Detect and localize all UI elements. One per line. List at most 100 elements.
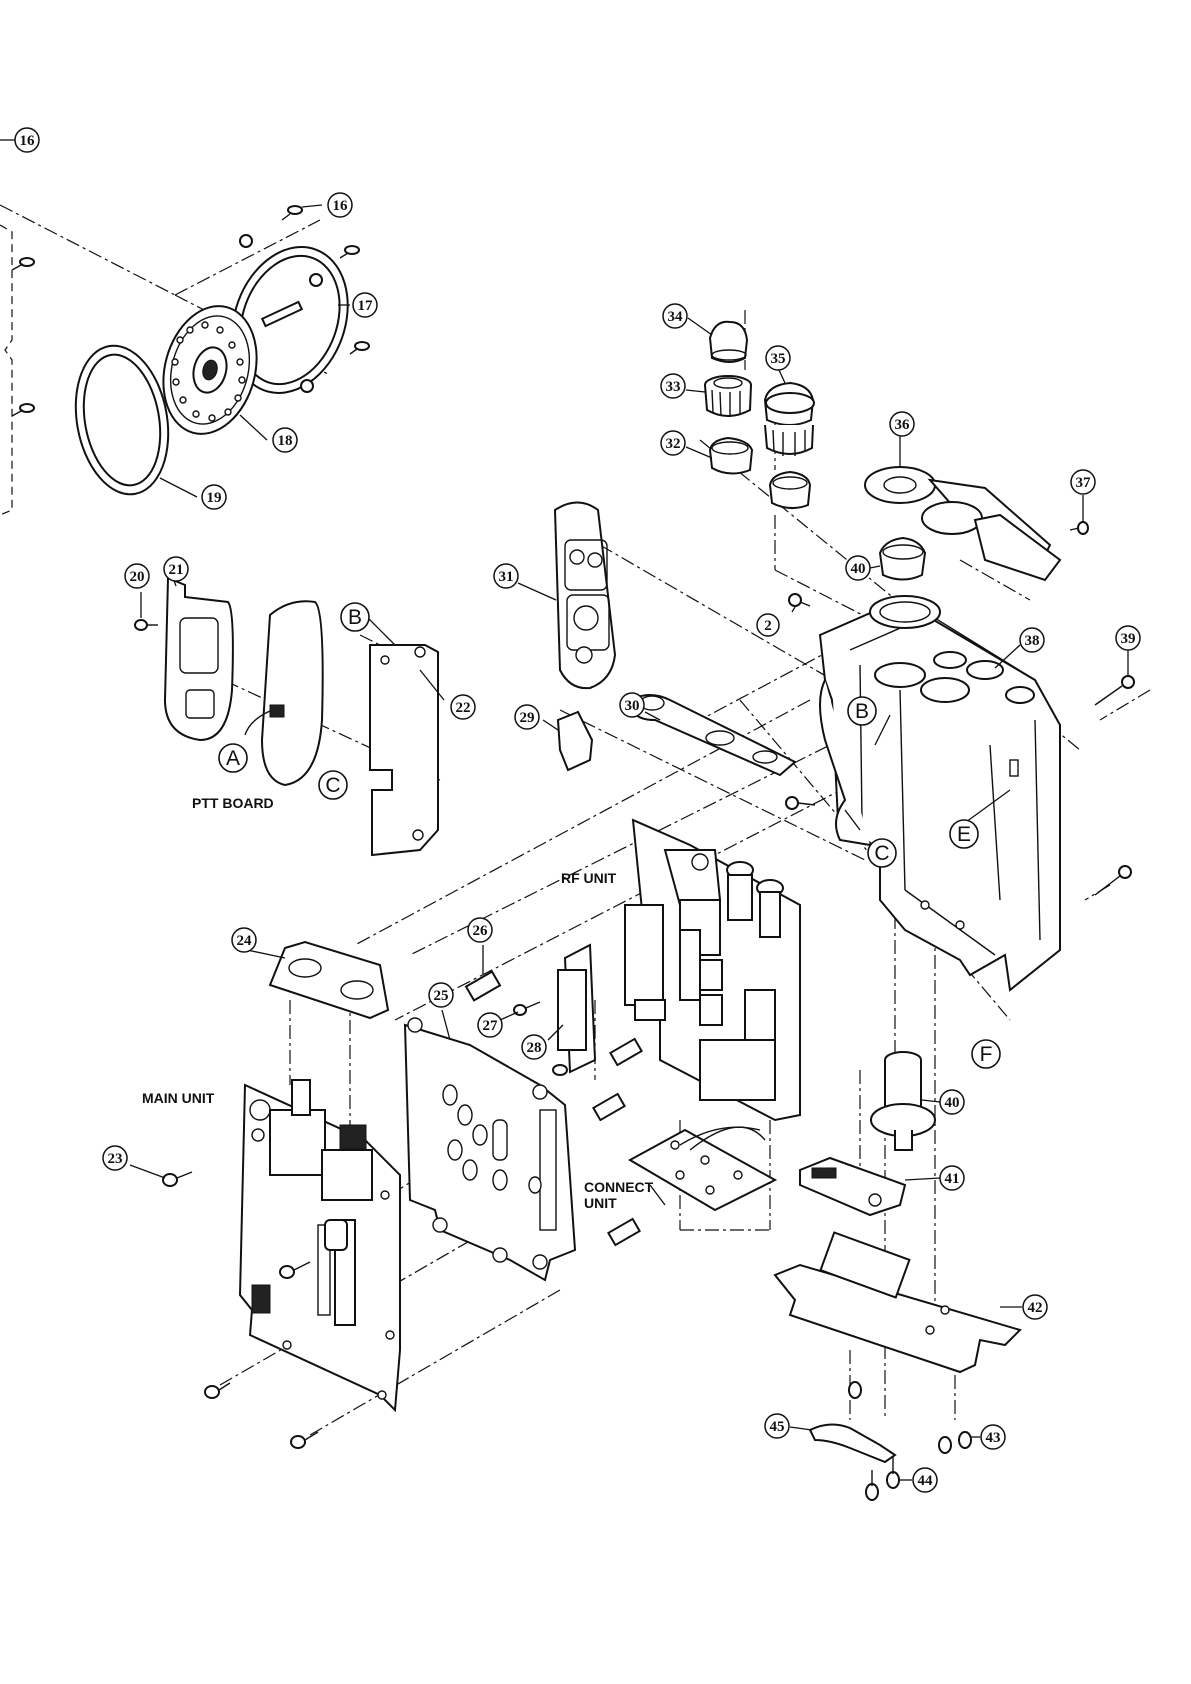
callout-18: 18 <box>273 428 297 452</box>
label-connect-unit-1: CONNECT <box>584 1179 654 1195</box>
callout-19: 19 <box>202 485 226 509</box>
callout-2: 2 <box>757 614 779 636</box>
callout-41: 41 <box>940 1166 964 1190</box>
svg-text:40: 40 <box>945 1095 960 1111</box>
svg-text:2: 2 <box>764 618 772 634</box>
svg-text:20: 20 <box>130 569 145 585</box>
knob-seal-29-30 <box>558 695 795 775</box>
side-screw-left-of-case <box>786 797 815 809</box>
svg-text:A: A <box>226 747 240 770</box>
callout-34: 34 <box>663 304 687 328</box>
callout-30: 30 <box>620 693 644 717</box>
svg-text:30: 30 <box>625 698 640 714</box>
knob-ring-32 <box>710 438 752 474</box>
bottom-plate-42 <box>775 1233 1020 1372</box>
knob-ring-35-bottom <box>770 472 810 508</box>
svg-text:28: 28 <box>527 1040 542 1056</box>
svg-text:E: E <box>957 823 971 846</box>
svg-text:43: 43 <box>986 1430 1001 1446</box>
ptt-shield-plate-22 <box>370 645 438 855</box>
knob-33 <box>705 376 751 417</box>
svg-text:B: B <box>348 606 362 629</box>
svg-text:31: 31 <box>499 569 514 585</box>
callout-22: 22 <box>451 695 475 719</box>
callout-25: 25 <box>429 983 453 1007</box>
screw-20 <box>135 620 158 630</box>
callout-43: 43 <box>981 1425 1005 1449</box>
svg-text:C: C <box>874 842 889 865</box>
callout-32: 32 <box>661 431 685 455</box>
callout-26: 26 <box>468 918 492 942</box>
screw-23 <box>163 1172 192 1186</box>
svg-text:45: 45 <box>770 1419 785 1435</box>
callout-35: 35 <box>766 346 790 370</box>
svg-text:39: 39 <box>1121 631 1136 647</box>
callout-29: 29 <box>515 705 539 729</box>
svg-text:B: B <box>855 700 869 723</box>
label-connect-unit-2: UNIT <box>584 1195 617 1211</box>
knob-cap-34 <box>710 322 747 362</box>
svg-text:27: 27 <box>483 1018 499 1034</box>
svg-text:22: 22 <box>456 700 471 716</box>
ref-letter-e: E <box>950 820 978 848</box>
svg-text:21: 21 <box>169 562 184 578</box>
main-case-38 <box>820 596 1060 990</box>
callout-42: 42 <box>1023 1295 1047 1319</box>
ref-letter-b-ptt: B <box>341 603 369 631</box>
callout-38: 38 <box>1020 628 1044 652</box>
svg-text:34: 34 <box>668 309 684 325</box>
bracket-41 <box>800 1158 905 1215</box>
ref-letter-c-ptt: C <box>319 771 347 799</box>
callout-40-top: 40 <box>846 556 870 580</box>
ptt-cable-dashed-outline <box>0 225 12 515</box>
svg-text:C: C <box>325 774 340 797</box>
callout-21: 21 <box>164 557 188 581</box>
callout-37: 37 <box>1071 470 1095 494</box>
label-ptt-board: PTT BOARD <box>192 795 274 811</box>
chassis-25 <box>405 1018 575 1280</box>
ref-letter-c-case: C <box>868 839 896 867</box>
svg-text:36: 36 <box>895 417 911 433</box>
callout-16-left: 16 <box>15 128 39 152</box>
svg-text:23: 23 <box>108 1151 123 1167</box>
svg-text:19: 19 <box>207 490 222 506</box>
front-shield-28 <box>558 945 595 1072</box>
knob-35 <box>765 383 814 456</box>
main-unit-plate-24 <box>270 942 388 1018</box>
svg-text:40: 40 <box>851 561 866 577</box>
svg-text:37: 37 <box>1076 475 1092 491</box>
svg-text:F: F <box>980 1043 993 1066</box>
rf-unit-board <box>625 820 800 1120</box>
svg-text:38: 38 <box>1025 633 1040 649</box>
screw-37 <box>1070 522 1088 534</box>
callout-45: 45 <box>765 1414 789 1438</box>
svg-text:32: 32 <box>666 436 681 452</box>
callout-31: 31 <box>494 564 518 588</box>
callout-28: 28 <box>522 1035 546 1059</box>
knob-ring-40-top <box>880 538 925 580</box>
ref-letter-b-case: B <box>848 697 876 725</box>
svg-text:41: 41 <box>945 1171 960 1187</box>
speaker-gasket-19 <box>65 338 180 501</box>
ref-letter-a: A <box>219 744 247 772</box>
screw-26 <box>466 972 500 1001</box>
svg-text:18: 18 <box>278 433 293 449</box>
svg-text:16: 16 <box>333 198 349 214</box>
callout-27: 27 <box>478 1013 502 1037</box>
callout-23: 23 <box>103 1146 127 1170</box>
screw-2 <box>789 594 810 606</box>
svg-text:26: 26 <box>473 923 489 939</box>
svg-text:42: 42 <box>1028 1300 1043 1316</box>
callout-33: 33 <box>661 374 685 398</box>
callout-16: 16 <box>328 193 352 217</box>
svg-text:29: 29 <box>520 710 535 726</box>
callout-17: 17 <box>353 293 377 317</box>
svg-text:35: 35 <box>771 351 786 367</box>
left-edge-screw-icons <box>12 258 34 416</box>
svg-text:33: 33 <box>666 379 681 395</box>
front-keypad-31 <box>555 503 615 689</box>
clip-45 <box>810 1424 895 1462</box>
screw-39 <box>1095 676 1134 705</box>
svg-text:24: 24 <box>237 933 253 949</box>
